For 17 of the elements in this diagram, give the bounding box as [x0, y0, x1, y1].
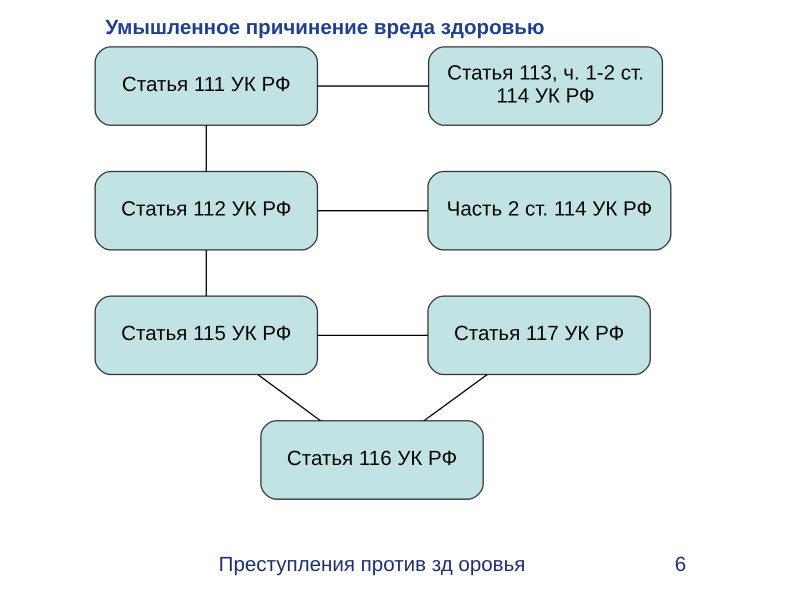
node-box: Часть 2 ст. 114 УК РФ	[427, 170, 672, 251]
connector	[318, 85, 428, 87]
connector	[206, 250, 207, 296]
connector	[206, 125, 207, 172]
label: 6	[674, 552, 686, 576]
node-box: Статья 116 УК РФ	[260, 420, 484, 500]
node-box: Статья 112 УК РФ	[94, 170, 318, 251]
label: Преступления против зд оровья	[218, 552, 526, 576]
node-box: Статья 115 УК РФ	[94, 296, 318, 376]
connector	[424, 374, 488, 422]
connector	[257, 374, 321, 422]
node-box: Статья 117 УК РФ	[427, 296, 651, 376]
connector	[318, 210, 428, 212]
connector	[317, 334, 428, 336]
node-box: Статья 111 УК РФ	[94, 46, 318, 126]
diagram-title: Умышленное причинение вреда здоровью	[105, 16, 544, 39]
node-box: Статья 113, ч. 1-2 ст. 114 УК РФ	[428, 46, 664, 126]
